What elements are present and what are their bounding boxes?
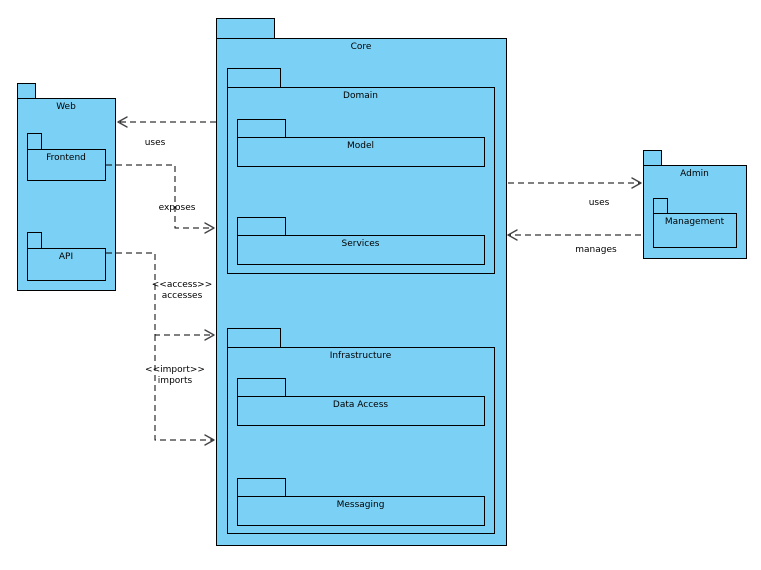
package-body-messaging bbox=[237, 496, 485, 526]
arrowhead-core-uses-admin bbox=[631, 177, 642, 189]
package-body-management bbox=[653, 213, 737, 248]
arrowhead-web-imports-core bbox=[204, 434, 215, 446]
arrowhead-api-accesses-core bbox=[204, 329, 215, 341]
package-api[interactable] bbox=[27, 232, 106, 281]
package-body-model bbox=[237, 137, 485, 167]
package-data-access[interactable] bbox=[237, 378, 485, 426]
package-tab-domain bbox=[227, 68, 281, 88]
package-body-frontend bbox=[27, 149, 106, 181]
package-tab-frontend bbox=[27, 133, 42, 150]
package-tab-messaging bbox=[237, 478, 286, 497]
package-messaging[interactable] bbox=[237, 478, 485, 526]
edge-api-accesses-core[interactable] bbox=[106, 252, 215, 341]
package-tab-infrastructure bbox=[227, 328, 281, 348]
package-body-api bbox=[27, 248, 106, 281]
edge-line-web-imports-core bbox=[154, 335, 214, 441]
package-management[interactable] bbox=[653, 198, 737, 248]
edge-line-frontend-exposes-core bbox=[106, 164, 214, 229]
edge-core-uses-web[interactable] bbox=[117, 116, 216, 128]
edges-group bbox=[106, 116, 642, 446]
package-frontend[interactable] bbox=[27, 133, 106, 181]
package-tab-data-access bbox=[237, 378, 286, 397]
edge-core-uses-admin[interactable] bbox=[508, 177, 642, 189]
package-services[interactable] bbox=[237, 217, 485, 265]
package-tab-core bbox=[216, 18, 275, 39]
package-tab-web bbox=[17, 83, 36, 99]
arrowhead-core-uses-web bbox=[117, 116, 128, 128]
arrowhead-frontend-exposes-core bbox=[204, 222, 215, 234]
package-body-data-access bbox=[237, 396, 485, 426]
package-tab-management bbox=[653, 198, 668, 214]
package-tab-api bbox=[27, 232, 42, 249]
package-tab-model bbox=[237, 119, 286, 138]
edge-line-api-accesses-core bbox=[106, 252, 214, 336]
edge-admin-manages-core[interactable] bbox=[507, 229, 641, 241]
packages-group bbox=[17, 18, 747, 546]
package-tab-services bbox=[237, 217, 286, 236]
edge-web-imports-core[interactable] bbox=[154, 335, 215, 446]
edge-frontend-exposes-core[interactable] bbox=[106, 164, 215, 234]
package-body-services bbox=[237, 235, 485, 265]
arrowhead-admin-manages-core bbox=[507, 229, 518, 241]
package-model[interactable] bbox=[237, 119, 485, 167]
package-tab-admin bbox=[643, 150, 662, 166]
